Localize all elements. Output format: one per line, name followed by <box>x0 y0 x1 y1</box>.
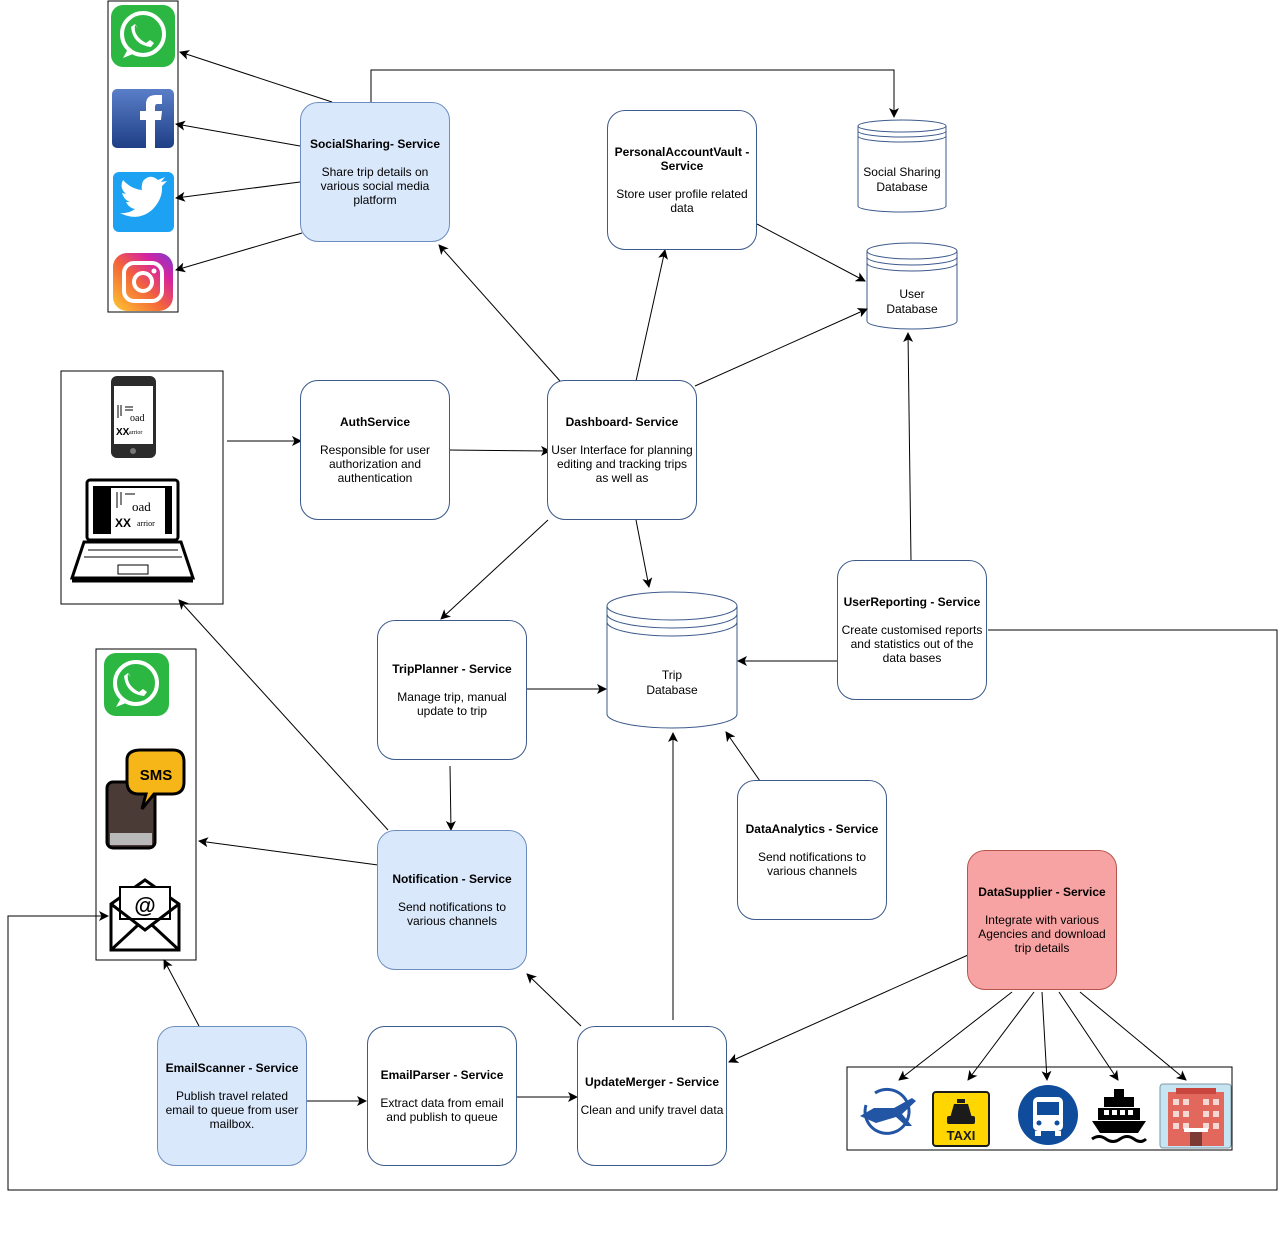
scanner-to-channels <box>163 959 200 1027</box>
sms-label: SMS <box>140 767 173 784</box>
email-parser-service[interactable]: EmailParser - Service Extract data from … <box>367 1026 517 1166</box>
notification-service[interactable]: Notification - Service Send notification… <box>377 830 527 970</box>
social-to-facebook <box>175 120 301 147</box>
flight-icon <box>860 1087 916 1135</box>
whatsapp-icon <box>111 5 175 67</box>
phone-logo-warrior: arrior <box>129 430 142 436</box>
email-parser-title: EmailParser - Service <box>380 1068 504 1082</box>
social-sharing-title: SocialSharing- Service <box>309 137 441 151</box>
auth-service[interactable]: AuthService Responsible for user authori… <box>300 380 450 520</box>
social-to-instagram <box>175 232 303 273</box>
merger-to-notification <box>526 973 582 1027</box>
email-scanner-title: EmailScanner - Service <box>165 1061 299 1075</box>
trip-planner-service[interactable]: TripPlanner - Service Manage trip, manua… <box>377 620 527 760</box>
taxi-icon: TAXI <box>932 1091 990 1147</box>
dashboard-title: Dashboard- Service <box>565 415 679 429</box>
auth-desc: Responsible for user authorization and a… <box>319 443 431 485</box>
social-sharing-database-label: Social Sharing Database <box>863 165 941 194</box>
supplier-to-flight <box>898 991 1013 1081</box>
laptop-logo-road: oad <box>132 499 151 514</box>
bus-icon <box>1018 1085 1078 1145</box>
instagram-icon <box>113 253 173 311</box>
sms-phone-icon: SMS <box>105 748 186 850</box>
trip-planner-title: TripPlanner - Service <box>392 662 512 676</box>
personal-account-vault-service[interactable]: PersonalAccountVault - Service Store use… <box>607 110 757 250</box>
notification-title: Notification - Service <box>392 872 512 886</box>
trip-planner-to-notification <box>445 765 456 831</box>
mobile-phone-icon: oad XX arrior <box>111 376 156 458</box>
trip-database-label: Trip Database <box>646 668 698 697</box>
email-at-sign: @ <box>134 893 155 918</box>
taxi-label: TAXI <box>947 1128 976 1143</box>
data-supplier-desc: Integrate with various Agencies and down… <box>978 913 1106 955</box>
trip-database <box>606 591 738 729</box>
update-merger-service[interactable]: UpdateMerger - Service Clean and unify t… <box>577 1026 727 1166</box>
notification-desc: Send notifications to various channels <box>397 900 507 928</box>
dashboard-service[interactable]: Dashboard- Service User Interface for pl… <box>547 380 697 520</box>
notification-to-devices <box>178 599 389 831</box>
data-analytics-desc: Send notifications to various channels <box>757 850 867 878</box>
hotel-icon <box>1159 1083 1232 1149</box>
phone-logo-x: XX <box>116 427 130 438</box>
laptop-icon: oad XX arrior <box>69 478 196 583</box>
notification-channels-panel <box>95 648 197 961</box>
analytics-to-trip-db <box>725 731 761 782</box>
data-analytics-service[interactable]: DataAnalytics - Service Send notificatio… <box>737 780 887 920</box>
update-merger-desc: Clean and unify travel data <box>580 1103 724 1117</box>
client-devices-panel <box>60 370 224 605</box>
email-parser-desc: Extract data from email and publish to q… <box>380 1096 504 1124</box>
dashboard-to-user-db <box>694 308 868 387</box>
reporting-loop-to-email <box>7 629 1278 1191</box>
user-reporting-desc: Create customised reports and statistics… <box>841 623 983 665</box>
laptop-logo-warrior: arrior <box>137 519 155 528</box>
dashboard-to-trip-planner <box>440 519 549 620</box>
phone-logo-road: oad <box>130 413 144 424</box>
trip-planner-desc: Manage trip, manual update to trip <box>397 690 507 718</box>
dashboard-to-vault <box>635 249 668 382</box>
user-database <box>866 242 958 330</box>
supplier-to-hotel <box>1079 991 1187 1081</box>
data-supplier-title: DataSupplier - Service <box>978 885 1106 899</box>
notification-to-channels <box>198 837 379 866</box>
user-reporting-service[interactable]: UserReporting - Service Create customise… <box>837 560 987 700</box>
laptop-logo-x: XX <box>115 516 131 530</box>
reporting-to-user-db <box>903 332 914 562</box>
dashboard-desc: User Interface for planning editing and … <box>551 443 693 485</box>
social-to-whatsapp <box>179 50 333 103</box>
social-sharing-database <box>857 119 947 213</box>
ferry-icon <box>1091 1089 1148 1143</box>
social-to-twitter <box>175 181 301 202</box>
social-media-panel <box>107 0 179 313</box>
email-icon: @ <box>109 878 181 952</box>
dashboard-to-trip-db <box>635 519 653 588</box>
auth-title: AuthService <box>339 415 411 429</box>
data-analytics-title: DataAnalytics - Service <box>745 822 879 836</box>
email-scanner-desc: Publish travel related email to queue fr… <box>165 1089 299 1131</box>
agencies-panel <box>846 1066 1233 1151</box>
user-database-label: User Database <box>886 287 938 316</box>
vault-to-user-db <box>756 223 866 282</box>
email-scanner-service[interactable]: EmailScanner - Service Publish travel re… <box>157 1026 307 1166</box>
social-sharing-service[interactable]: SocialSharing- Service Share trip detail… <box>300 102 450 242</box>
data-supplier-service[interactable]: DataSupplier - Service Integrate with va… <box>967 850 1117 990</box>
supplier-to-ferry <box>1058 991 1119 1081</box>
social-sharing-desc: Share trip details on various social med… <box>320 165 430 207</box>
connectors <box>7 50 1278 1191</box>
social-to-social-db <box>370 69 899 118</box>
auth-to-dashboard <box>446 445 551 456</box>
facebook-icon <box>112 89 174 148</box>
dashboard-to-social <box>438 244 561 382</box>
account-vault-desc: Store user profile related data <box>616 187 748 215</box>
whatsapp-notification-icon <box>104 653 169 716</box>
supplier-to-taxi <box>967 991 1035 1081</box>
account-vault-title: PersonalAccountVault - Service <box>614 145 750 173</box>
twitter-icon <box>113 172 174 232</box>
supplier-to-bus <box>1041 991 1052 1081</box>
update-merger-title: UpdateMerger - Service <box>584 1075 720 1089</box>
supplier-to-merger <box>728 954 969 1063</box>
user-reporting-title: UserReporting - Service <box>843 595 981 609</box>
